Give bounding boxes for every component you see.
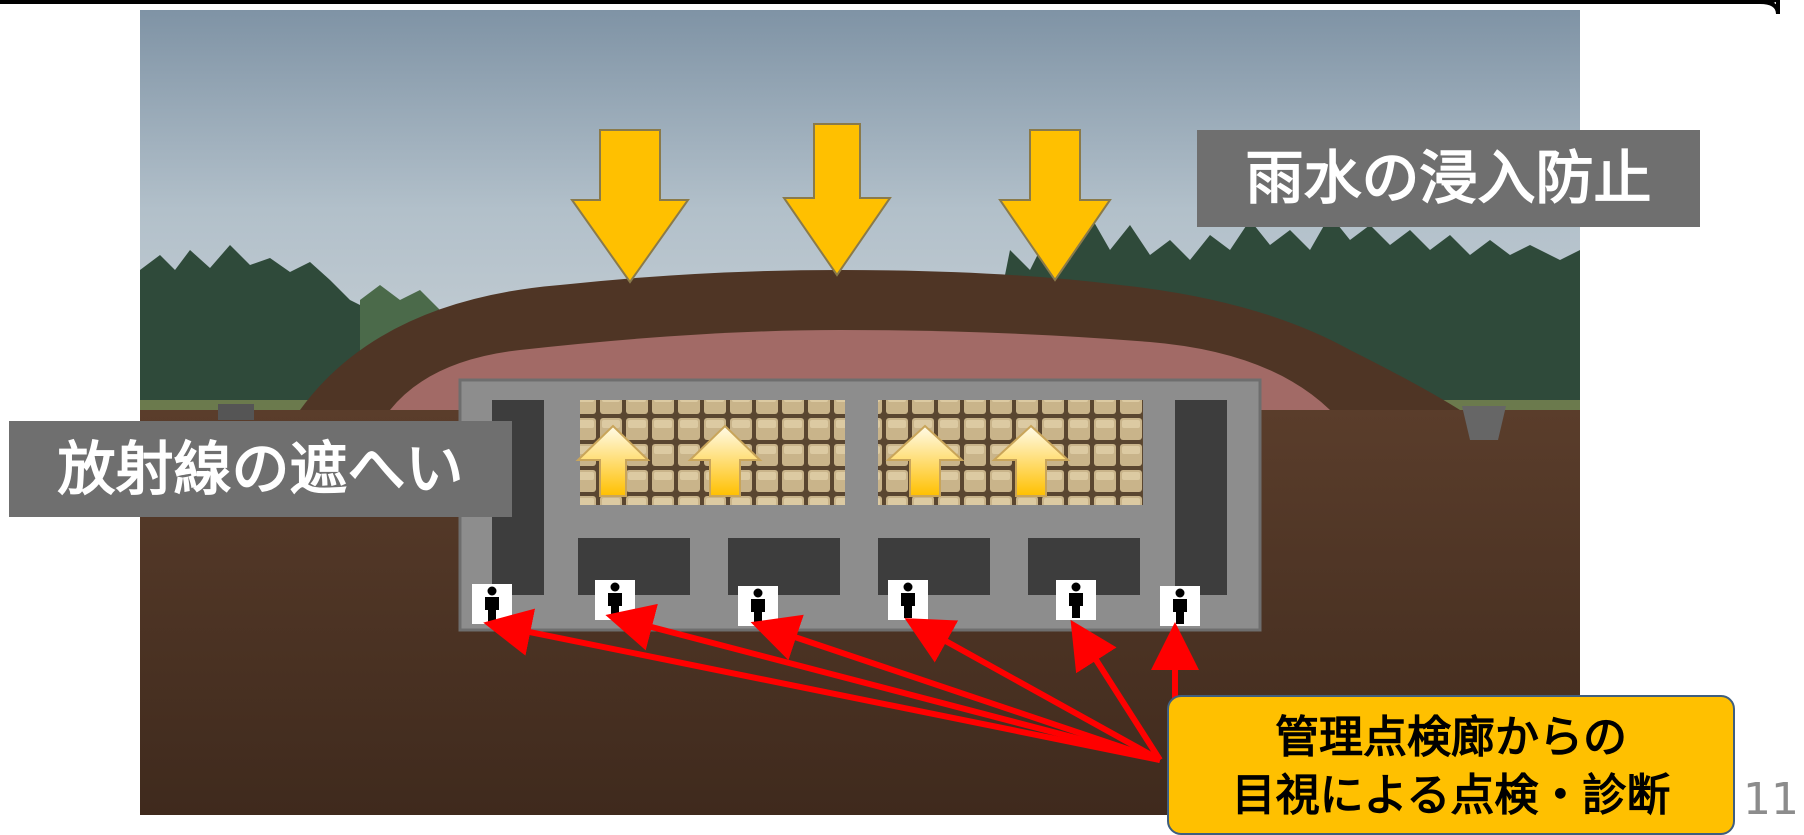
- rain-arrows: [570, 123, 1112, 284]
- person-icon: [1056, 580, 1096, 620]
- up-arrow-icon: [575, 424, 651, 497]
- up-arrow-icon: [991, 424, 1071, 497]
- inspection-callout-line2: 目視による点検・診断: [1231, 770, 1671, 821]
- shield-arrows: [575, 424, 1071, 497]
- radiation-shielding-label: 放射線の遮へい: [9, 421, 512, 517]
- down-arrow-icon: [570, 129, 690, 284]
- rain-prevention-label: 雨水の浸入防止: [1197, 130, 1700, 227]
- person-icon: [595, 580, 635, 620]
- right-drain: [1462, 406, 1506, 440]
- person-icon: [1160, 586, 1200, 626]
- down-arrow-icon: [782, 123, 892, 277]
- person-icon: [888, 580, 928, 620]
- up-arrow-icon: [885, 424, 965, 497]
- person-icon: [738, 586, 778, 626]
- inspection-callout: 管理点検廊からの 目視による点検・診断: [1167, 695, 1735, 835]
- person-icon: [472, 584, 512, 624]
- slide-frame-corner: [1765, 0, 1778, 4]
- page-number: 11: [1743, 774, 1799, 825]
- down-arrow-icon: [998, 129, 1112, 282]
- inspectors: [472, 580, 1200, 626]
- pointer-lines: [483, 603, 1199, 763]
- concrete-structure: [458, 378, 1262, 632]
- left-drain: [218, 404, 254, 420]
- up-arrow-icon: [687, 424, 763, 497]
- inspection-callout-line1: 管理点検廊からの: [1275, 712, 1627, 763]
